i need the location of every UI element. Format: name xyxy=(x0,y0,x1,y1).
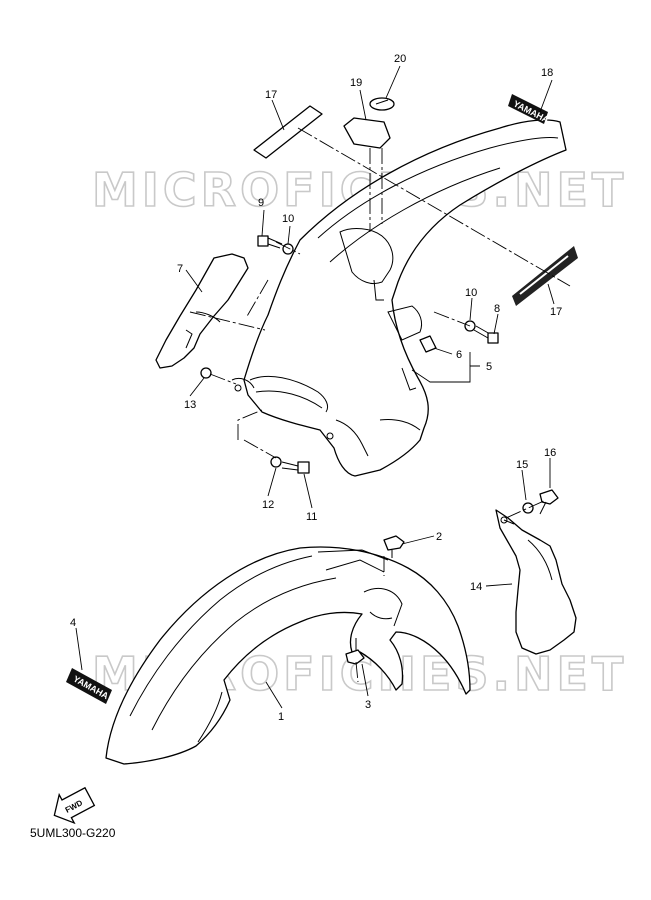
washer-15 xyxy=(522,502,534,514)
callout-15: 15 xyxy=(516,459,528,471)
callout-4: 4 xyxy=(70,617,76,629)
callout-5: 5 xyxy=(486,361,492,373)
callout-1: 1 xyxy=(278,711,284,723)
side-plate-7 xyxy=(155,253,249,369)
callout-7: 7 xyxy=(177,263,183,275)
fwd-arrow-icon: FWD xyxy=(53,786,96,825)
callout-6: 6 xyxy=(456,349,462,361)
bolt-2 xyxy=(383,535,405,558)
callout-14: 14 xyxy=(470,581,482,593)
fork-guard-14 xyxy=(495,509,577,655)
callout-18: 18 xyxy=(541,67,553,79)
callout-19: 19 xyxy=(350,77,362,89)
bolt-11 xyxy=(281,461,310,474)
callout-17-right: 17 xyxy=(550,306,562,318)
callout-16: 16 xyxy=(544,447,556,459)
callout-11: 11 xyxy=(306,511,317,523)
emblem-20 xyxy=(369,97,395,111)
callout-10-left: 10 xyxy=(282,213,294,225)
washer-12 xyxy=(270,456,282,468)
decal-17-left xyxy=(253,105,323,159)
collar-6 xyxy=(419,335,437,353)
callout-2: 2 xyxy=(436,531,442,543)
callout-8: 8 xyxy=(494,303,500,315)
front-fender xyxy=(105,546,471,765)
callout-3: 3 xyxy=(365,699,371,711)
decal-17-right xyxy=(512,246,578,306)
washer-10-left xyxy=(282,243,294,255)
callout-10-right: 10 xyxy=(465,287,477,299)
callout-20: 20 xyxy=(394,53,406,65)
diagram-code: 5UML300-G220 xyxy=(30,826,116,840)
callout-17-left: 17 xyxy=(265,89,277,101)
rear-fender xyxy=(231,119,567,477)
washer-13 xyxy=(200,367,212,379)
screw-16 xyxy=(539,489,559,515)
decal-19 xyxy=(343,117,391,149)
callout-12: 12 xyxy=(262,499,274,511)
bolt-9 xyxy=(257,235,283,249)
bolt-3 xyxy=(345,638,365,665)
callout-13: 13 xyxy=(184,399,196,411)
bolt-8 xyxy=(473,325,499,344)
callout-9: 9 xyxy=(258,197,264,209)
